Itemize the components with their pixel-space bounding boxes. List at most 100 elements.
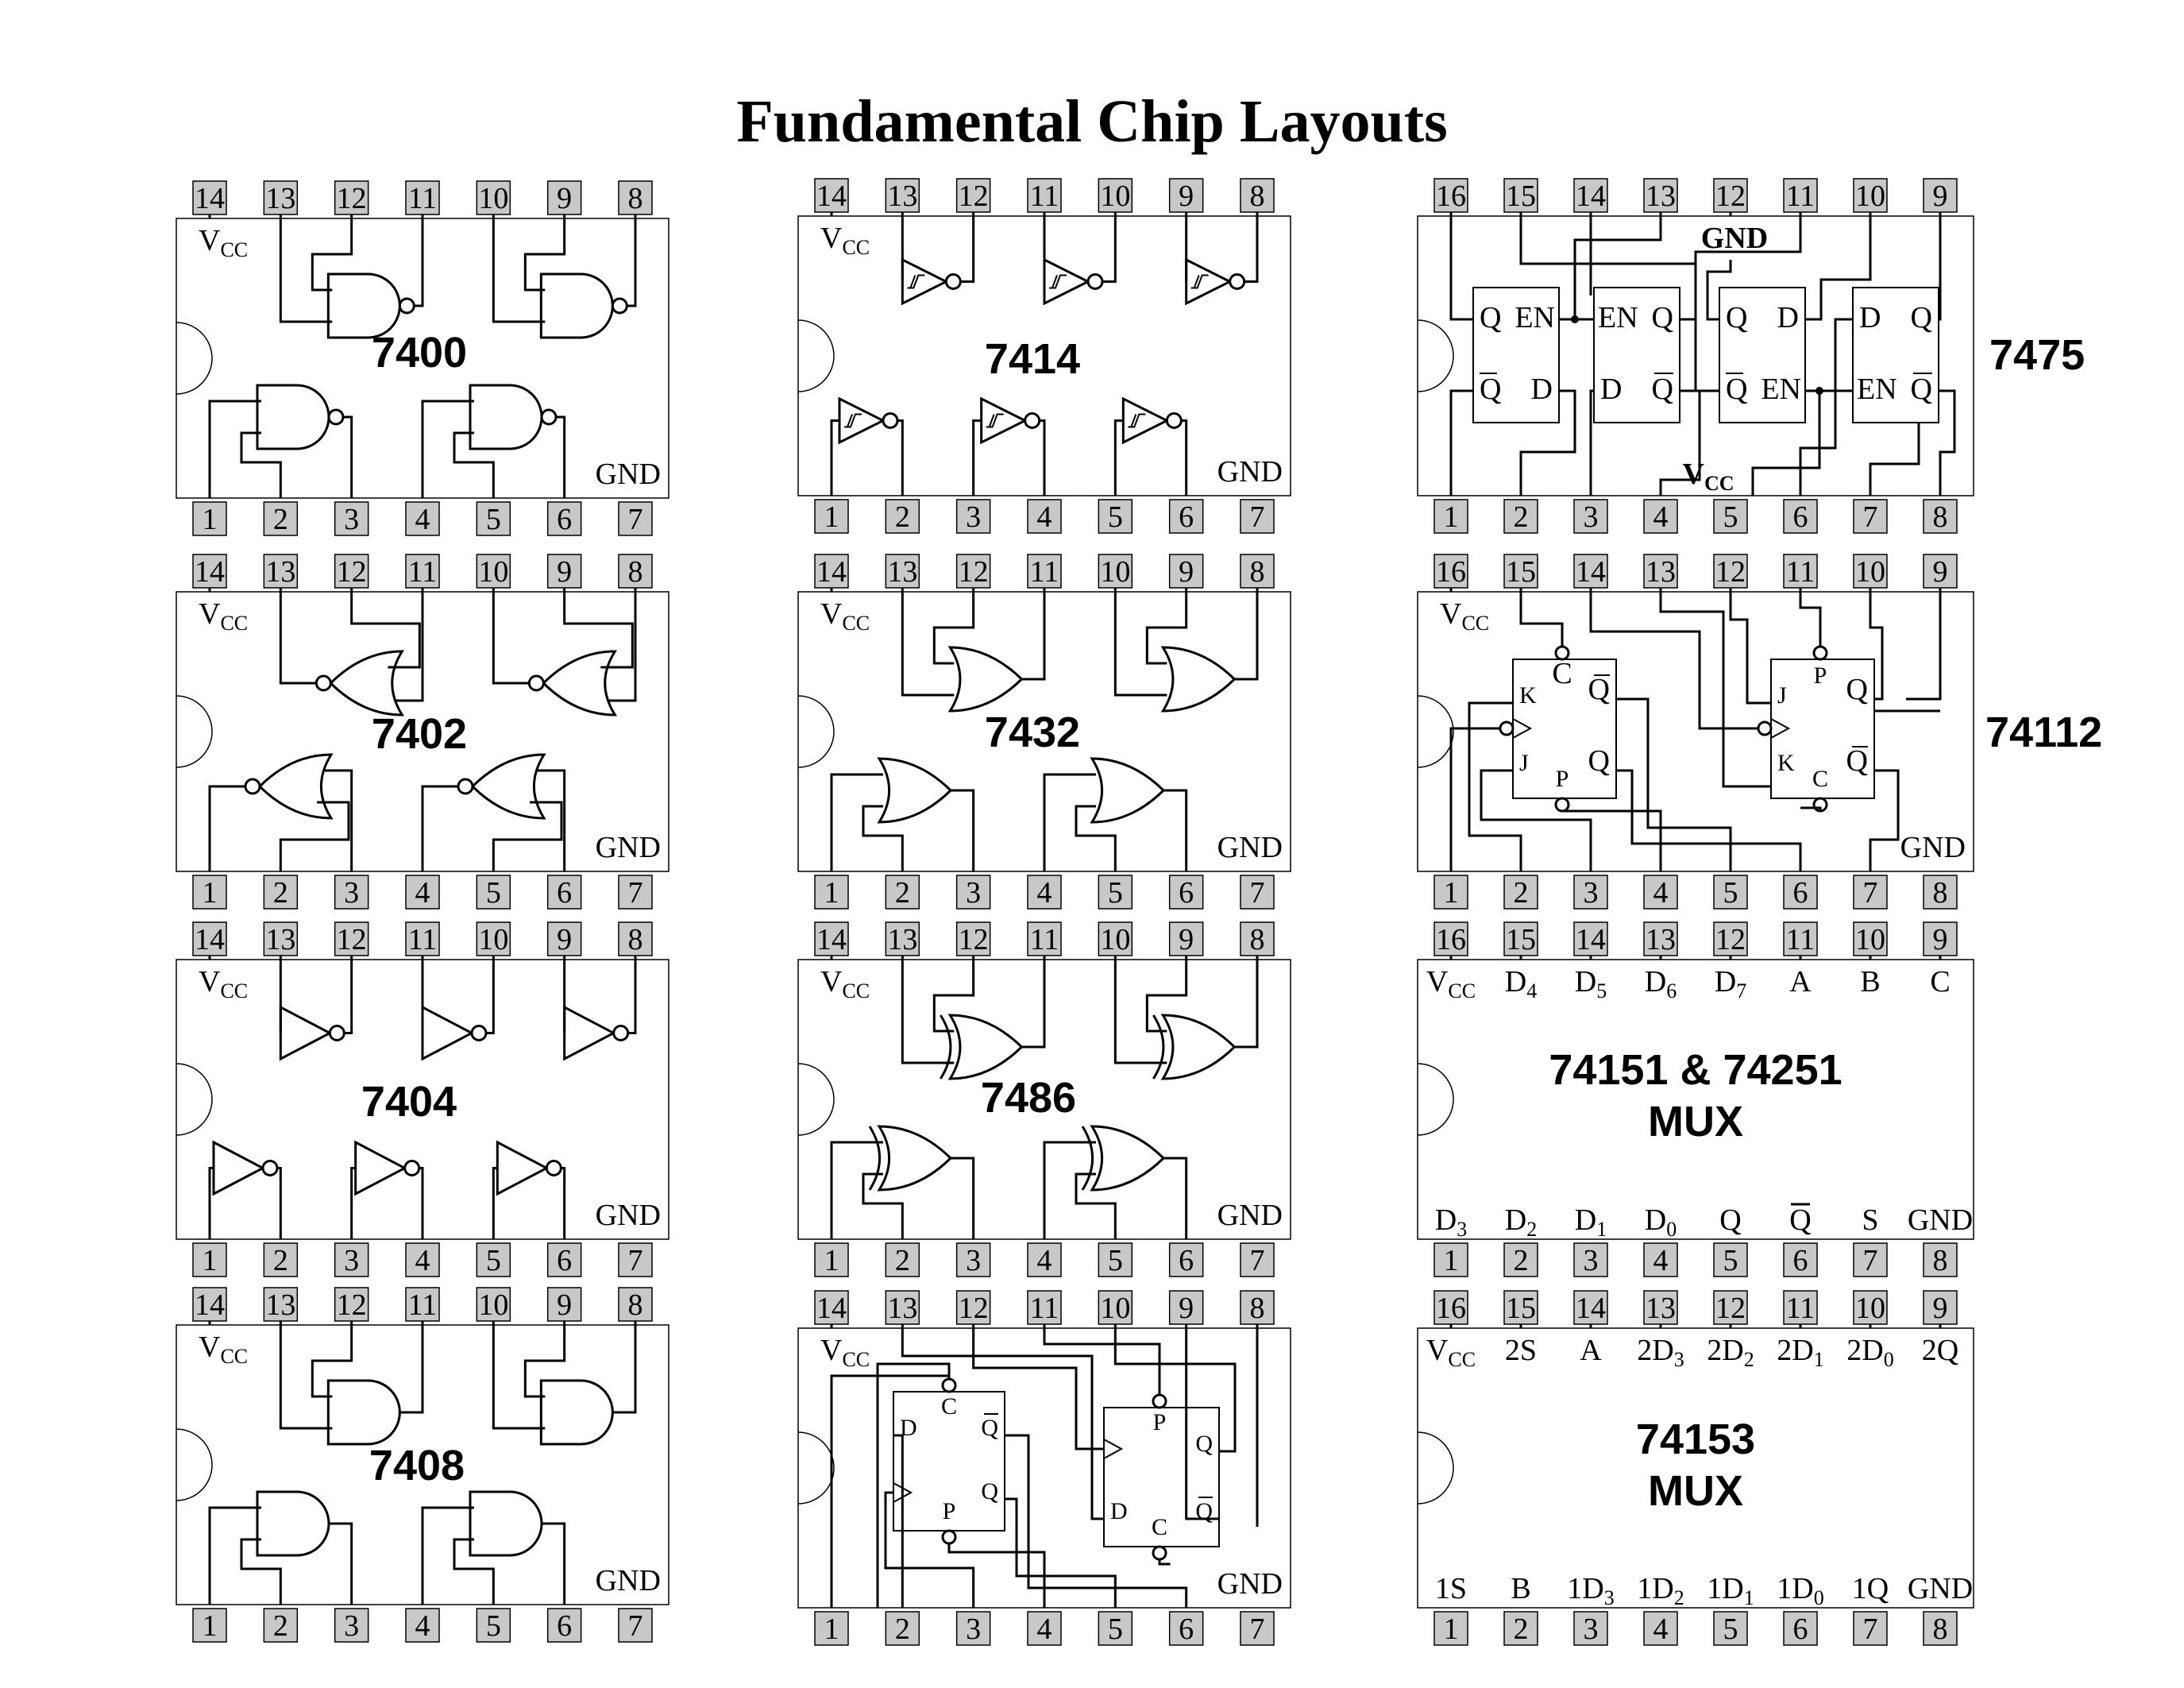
wire <box>884 1491 975 1608</box>
or-gate <box>1090 757 1166 824</box>
wire <box>1005 1497 1117 1608</box>
inversion-bubble <box>611 297 628 315</box>
wire <box>350 1167 356 1239</box>
vcc-label: VCC <box>820 222 870 259</box>
pin-number: 2 <box>1514 500 1529 534</box>
pin-box <box>1853 921 1888 956</box>
wire <box>240 1538 282 1605</box>
chip-notch <box>1417 319 1454 392</box>
chip-label: 7432 <box>985 709 1080 756</box>
schmitt-inverter <box>980 396 1028 445</box>
wire <box>1589 389 1594 496</box>
inversion-bubble <box>612 1025 630 1041</box>
wire <box>344 960 353 1034</box>
pin-number: 9 <box>1933 555 1948 589</box>
pin-number: 6 <box>557 1244 572 1277</box>
pin-number: 1 <box>1444 876 1459 910</box>
pin-number: 6 <box>557 1609 572 1643</box>
pin-box <box>885 178 920 213</box>
pin-box <box>814 1242 849 1277</box>
pin-box <box>192 180 227 215</box>
wire <box>951 1157 975 1239</box>
pin-box <box>476 921 511 956</box>
wire <box>830 1141 883 1239</box>
pin-number: 13 <box>265 1288 295 1322</box>
pin-name: D4 <box>1505 965 1537 1002</box>
d-latch <box>1593 287 1680 423</box>
pin-number: 13 <box>1646 1292 1676 1325</box>
pin-box <box>1027 1242 1062 1277</box>
wire <box>208 1167 214 1239</box>
wire <box>311 218 353 292</box>
pin-number: 4 <box>415 1244 430 1277</box>
clock-triangle <box>1770 718 1791 739</box>
wire <box>1021 960 1046 1049</box>
pin-box <box>192 554 227 589</box>
inversion-bubble <box>1152 1545 1167 1561</box>
pin-number: 5 <box>486 503 501 536</box>
ff-j: J <box>1777 682 1787 709</box>
wire <box>1706 260 1732 321</box>
pin-box <box>1923 1611 1958 1646</box>
wire <box>1751 391 1821 496</box>
pin-number: 1 <box>1444 1613 1459 1646</box>
pin-name: 2D2 <box>1707 1334 1754 1371</box>
wire <box>830 773 883 871</box>
pin-number: 9 <box>1933 180 1948 213</box>
wire <box>523 218 566 292</box>
xor-gate <box>947 1014 1024 1080</box>
ff-clear: C <box>1812 766 1828 792</box>
pin-box <box>334 554 369 589</box>
pin-box <box>405 1242 440 1277</box>
pin-box <box>814 1290 849 1325</box>
wire <box>1244 216 1259 283</box>
pin-number: 6 <box>1179 876 1194 910</box>
pin-name: VCC <box>1426 1334 1476 1371</box>
pin-number: 5 <box>1723 1613 1738 1646</box>
pin-number: 1 <box>824 876 839 910</box>
pin-number: 12 <box>959 1292 989 1325</box>
latch-en: EN <box>1515 301 1555 334</box>
pin-number: 11 <box>408 182 438 215</box>
wire <box>932 592 975 665</box>
pin-number: 9 <box>557 182 572 215</box>
pin-number: 12 <box>337 1288 367 1322</box>
inversion-bubble <box>1165 412 1183 429</box>
pin-box <box>814 921 849 956</box>
pin-name: A <box>1580 1334 1602 1367</box>
chip-notch <box>176 695 213 768</box>
wire <box>1021 592 1046 681</box>
ff-qbar: Q <box>1846 744 1868 778</box>
pin-number: 4 <box>1037 1244 1052 1277</box>
pin-box <box>476 1608 511 1643</box>
pin-number: 13 <box>887 180 917 213</box>
pin-box <box>263 1608 299 1643</box>
pin-box <box>1168 178 1204 213</box>
pin-number: 10 <box>1855 1292 1885 1325</box>
wire <box>1185 1328 1219 1520</box>
gnd-label: GND <box>1701 222 1768 255</box>
latch-q: Q <box>1911 301 1932 334</box>
pin-name: S <box>1862 1203 1878 1237</box>
pin-name: 1D1 <box>1707 1572 1754 1609</box>
pin-number: 5 <box>486 876 501 910</box>
pin-number: 2 <box>895 876 910 910</box>
pin-box <box>1433 554 1468 589</box>
pin-box <box>814 875 849 910</box>
pin-box <box>1643 1611 1678 1646</box>
pin-number: 9 <box>1179 180 1194 213</box>
pin-number: 10 <box>478 1288 508 1322</box>
pin-name: 2Q <box>1922 1334 1958 1367</box>
inversion-bubble <box>1086 273 1104 290</box>
pin-box <box>1713 921 1748 956</box>
pin-name: 1Q <box>1852 1572 1889 1605</box>
pin-number: 14 <box>1576 923 1606 956</box>
vcc-label: VCC <box>199 224 248 261</box>
wire <box>1800 806 1822 811</box>
pin-box <box>955 875 991 910</box>
pin-number: 12 <box>959 923 989 956</box>
pin-box <box>1853 178 1888 213</box>
pin-number: 5 <box>486 1244 501 1277</box>
pin-number: 3 <box>966 500 981 534</box>
